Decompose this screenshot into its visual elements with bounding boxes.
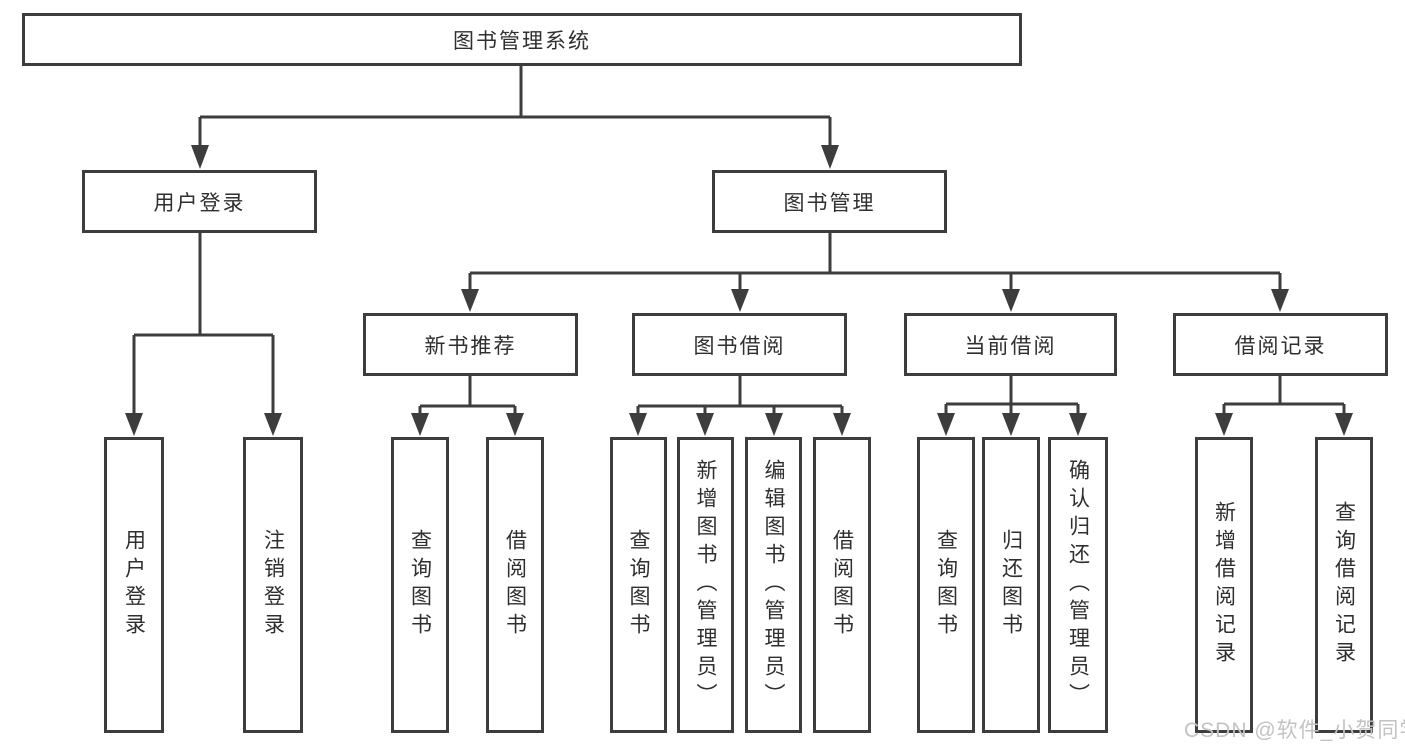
leaf-user-login: 用户登录 <box>104 437 164 733</box>
arrowhead-icon <box>629 413 647 436</box>
arrowhead-icon <box>1335 413 1353 436</box>
node-current-borrowing: 当前借阅 <box>904 313 1117 376</box>
leaf-query-books-recommend: 查询图书 <box>391 437 449 733</box>
leaf-add-borrow-record: 新增借阅记录 <box>1195 437 1253 733</box>
arrowhead-icon <box>1271 289 1289 312</box>
arrowhead-icon <box>833 413 851 436</box>
arrowhead-icon <box>1069 413 1087 436</box>
leaf-query-books-borrow: 查询图书 <box>610 437 667 733</box>
leaf-confirm-return-admin: 确认归还（管理员） <box>1048 437 1108 733</box>
leaf-query-borrow-record: 查询借阅记录 <box>1315 437 1373 733</box>
leaf-return-book: 归还图书 <box>982 437 1040 733</box>
arrowhead-icon <box>191 145 209 169</box>
arrowhead-icon <box>1002 289 1020 312</box>
arrowhead-icon <box>1215 413 1233 436</box>
arrowhead-icon <box>821 145 839 169</box>
arrowhead-icon <box>696 413 714 436</box>
arrowhead-icon <box>461 289 479 312</box>
arrowhead-icon <box>411 413 429 436</box>
connector-line <box>132 66 1346 414</box>
node-library-system: 图书管理系统 <box>22 13 1022 66</box>
node-book-borrowing: 图书借阅 <box>632 313 847 376</box>
arrowhead-icon <box>765 413 783 436</box>
arrowhead-icon <box>1002 413 1020 436</box>
node-user-login: 用户登录 <box>82 170 317 233</box>
arrowhead-icon <box>264 413 282 436</box>
leaf-edit-book-admin: 编辑图书（管理员） <box>745 437 802 733</box>
leaf-borrow-books: 借阅图书 <box>813 437 871 733</box>
arrowhead-icon <box>506 413 524 436</box>
node-new-book-recommendation: 新书推荐 <box>363 313 578 376</box>
node-borrowing-records: 借阅记录 <box>1173 313 1388 376</box>
leaf-add-book-admin: 新增图书（管理员） <box>677 437 734 733</box>
leaf-borrow-books-recommend: 借阅图书 <box>486 437 544 733</box>
csdn-watermark: CSDN @软件_小贺同学 <box>1184 719 1405 742</box>
arrowhead-icon <box>125 413 143 436</box>
leaf-query-books-current: 查询图书 <box>917 437 975 733</box>
leaf-logout: 注销登录 <box>243 437 303 733</box>
arrowhead-icon <box>731 289 749 312</box>
node-book-management: 图书管理 <box>712 170 947 233</box>
arrowhead-icon <box>937 413 955 436</box>
